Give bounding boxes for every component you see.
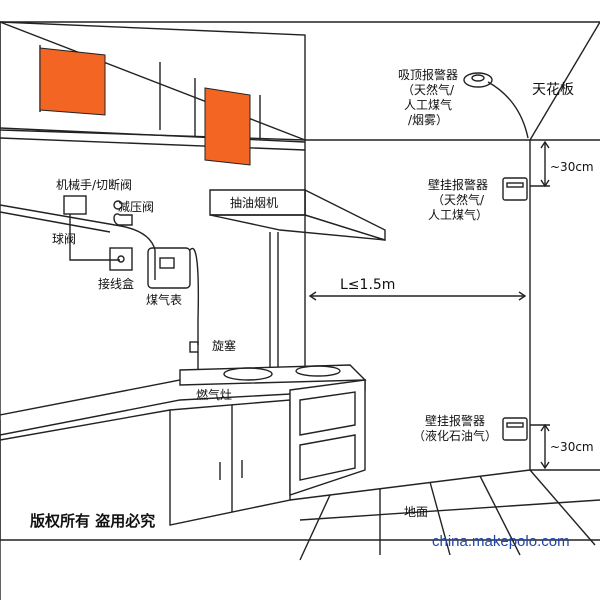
dim-arrow: [518, 291, 527, 301]
ceiling-alarm-label: 吸顶报警器 （天然气/ 人工煤气 /烟雾）: [398, 68, 458, 128]
cabinet-bottom-edge: [0, 127, 306, 143]
wall-alarm-top-slot: [506, 182, 524, 188]
floor-grid: [299, 499, 600, 521]
plug-label: 旋塞: [212, 339, 237, 353]
ceiling-alarm-line: 人工煤气: [403, 98, 453, 112]
ceiling-alarm-line: /烟雾）: [407, 113, 449, 127]
ceiling-perspective-line: [0, 21, 306, 141]
dist-bottom-label: ~30cm: [550, 440, 594, 454]
lower-cabinet: [169, 399, 291, 526]
watermark-text: china.makepolo.com: [432, 533, 570, 550]
drawer: [299, 391, 356, 436]
oven-cabinet: [289, 379, 366, 496]
gas-meter-label: 煤气表: [146, 293, 183, 307]
copyright-text: 版权所有 盗用必究: [30, 512, 156, 530]
junction-box: [109, 247, 133, 271]
ceiling-label: 天花板: [532, 82, 574, 98]
gas-pipe: [0, 204, 156, 280]
dim-arrow: [308, 291, 317, 301]
cabinet-door-orange: [39, 47, 106, 116]
wall-alarm-top-line: 壁挂报警器: [427, 178, 489, 192]
mechanical-valve: [63, 195, 87, 215]
cabinet-bottom-edge-2: [0, 137, 306, 151]
drawer: [299, 434, 356, 481]
gas-pipe-2: [0, 211, 111, 233]
wall-alarm-bottom-line: （液化石油气）: [412, 429, 498, 443]
junction-box-dot: [117, 255, 125, 263]
wall-alarm-bottom-label: 壁挂报警器 （液化石油气）: [413, 414, 497, 444]
ceiling-alarm-line: 吸顶报警器: [397, 68, 459, 82]
range-hood-side: [304, 188, 386, 241]
wall-alarm-bottom-device: [502, 417, 528, 441]
burner: [223, 367, 273, 381]
floor-grid: [479, 475, 521, 556]
ceiling-alarm-cable: [487, 81, 529, 139]
dim-arrow: [540, 140, 550, 149]
pressure-valve: [113, 213, 133, 226]
range-hood-label: 抽油烟机: [230, 196, 279, 210]
ceiling-alarm-center: [471, 74, 485, 82]
floor-label: 地面: [404, 505, 429, 519]
distance-label: L≤1.5m: [340, 277, 396, 293]
gas-meter: [147, 247, 191, 289]
wall-alarm-top-label: 壁挂报警器 （天然气/ 人工煤气）: [428, 178, 488, 223]
plug-valve: [189, 341, 199, 353]
pressure-valve-label: 减压阀: [118, 200, 155, 214]
floor-grid: [429, 481, 451, 556]
gas-pipe-down: [189, 247, 200, 345]
gas-meter-dial: [159, 257, 175, 269]
wall-alarm-top-line: 人工煤气）: [427, 208, 489, 222]
counter-front: [0, 409, 171, 441]
dim-arrow: [540, 461, 550, 470]
range-hood-bottom: [209, 214, 386, 241]
dist-top-label: ~30cm: [550, 160, 594, 174]
wire-to-junction: [69, 250, 120, 261]
stove-label: 燃气灶: [196, 388, 233, 402]
wall-alarm-bottom-line: 壁挂报警器: [424, 414, 486, 428]
pressure-valve-knob: [113, 200, 123, 210]
wall-alarm-bottom-slot: [506, 422, 524, 428]
floor-grid: [299, 494, 331, 561]
mech-valve-label: 机械手/切断阀: [56, 178, 133, 192]
wall-alarm-top-device: [502, 177, 528, 201]
ball-valve-label: 球阀: [52, 232, 77, 246]
burner: [295, 365, 341, 377]
cabinet-door-orange: [204, 87, 251, 166]
ceiling-right-perspective: [529, 21, 600, 141]
ceiling-alarm-line: （天然气/: [401, 83, 455, 97]
floor-grid: [529, 469, 596, 546]
junction-box-label: 接线盒: [98, 277, 135, 291]
ceiling-alarm-device: [463, 72, 493, 88]
wall-alarm-top-line: （天然气/: [431, 193, 485, 207]
